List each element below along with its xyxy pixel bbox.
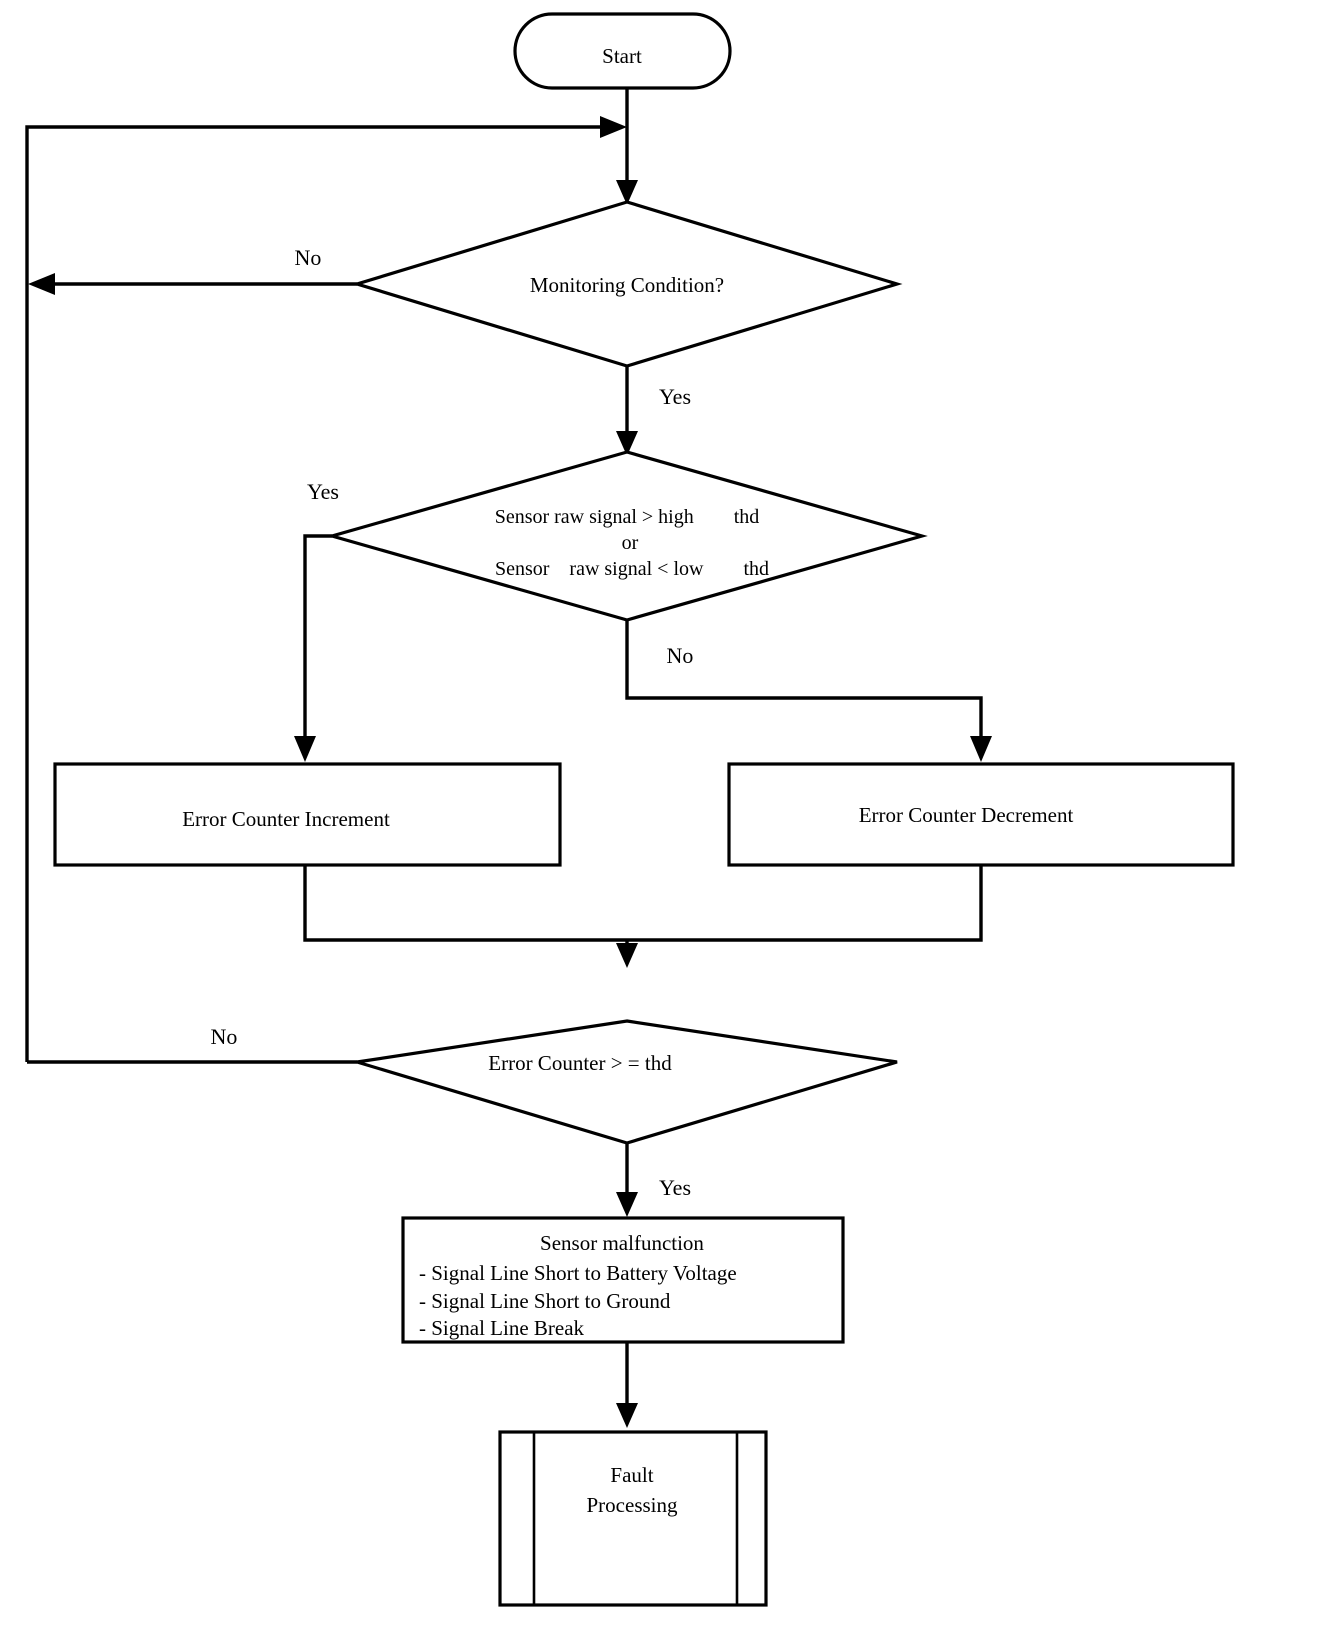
node-fault-processing[interactable]: Fault Processing [498,1430,768,1607]
node-sensor-malfunction[interactable]: Sensor malfunction - Signal Line Short t… [401,1216,845,1344]
sensor-malfunction-title: Sensor malfunction [540,1231,704,1255]
arrow-head-icon [616,1403,638,1428]
node-threshold-check[interactable]: Sensor raw signal > high thd or Sensor r… [326,450,928,622]
edge-label-counter-no: No [211,1024,238,1049]
sensor-malfunction-shape [401,1216,845,1344]
edge-threshold-yes: Yes [294,479,339,762]
arrow-head-icon [616,180,638,205]
sensor-malfunction-item-2: - Signal Line Short to Ground [419,1289,671,1313]
arrow-head-icon [616,943,638,968]
start-label: Start [602,44,642,68]
arrow-head-icon [28,273,55,295]
error-counter-increment-label: Error Counter Increment [182,807,390,831]
threshold-check-line3: Sensor raw signal < low thd [495,558,769,580]
error-counter-increment-shape [53,762,562,867]
edge-label-monitoring-no: No [295,245,322,270]
edge-label-monitoring-yes: Yes [659,384,691,409]
edge-monitoring-no: No [28,245,357,295]
edge-start-to-monitoring [616,88,638,205]
monitoring-condition-label: Monitoring Condition? [530,273,724,297]
error-counter-decrement-label: Error Counter Decrement [859,803,1074,827]
edge-monitoring-yes: Yes [616,366,691,456]
edge-threshold-no: No [625,620,992,762]
arrow-head-icon [600,116,627,138]
node-error-counter-threshold[interactable]: Error Counter > = thd [356,1019,898,1145]
start-terminator-shape [513,12,732,90]
node-error-counter-increment[interactable]: Error Counter Increment [53,762,562,867]
error-counter-threshold-diamond-shape [356,1019,898,1145]
edge-loop-return-top [25,116,627,1062]
error-counter-decrement-shape [727,762,1235,867]
edge-label-counter-yes: Yes [659,1175,691,1200]
fault-processing-line2: Processing [587,1493,678,1517]
edge-counter-no: No [27,1024,357,1064]
edge-counters-merge [303,865,983,968]
arrow-head-icon [294,736,316,762]
threshold-check-line1: Sensor raw signal > high thd [495,506,760,528]
edge-label-threshold-no: No [667,643,694,668]
node-monitoring-condition[interactable]: Monitoring Condition? [351,200,903,368]
fault-processing-shape [498,1430,768,1607]
edge-label-threshold-yes: Yes [307,479,339,504]
edge-counter-yes: Yes [616,1143,691,1217]
sensor-malfunction-item-3: - Signal Line Break [419,1316,585,1340]
arrow-head-icon [616,1192,638,1217]
sensor-malfunction-item-1: - Signal Line Short to Battery Voltage [419,1261,737,1285]
node-start[interactable]: Start [513,12,732,90]
error-counter-threshold-label: Error Counter > = thd [488,1051,672,1075]
arrow-head-icon [616,431,638,456]
edge-malfunction-to-fault [616,1342,638,1428]
arrow-head-icon [970,736,992,762]
fault-processing-line1: Fault [610,1463,653,1487]
threshold-check-line2: or [622,532,639,554]
node-error-counter-decrement[interactable]: Error Counter Decrement [727,762,1235,867]
